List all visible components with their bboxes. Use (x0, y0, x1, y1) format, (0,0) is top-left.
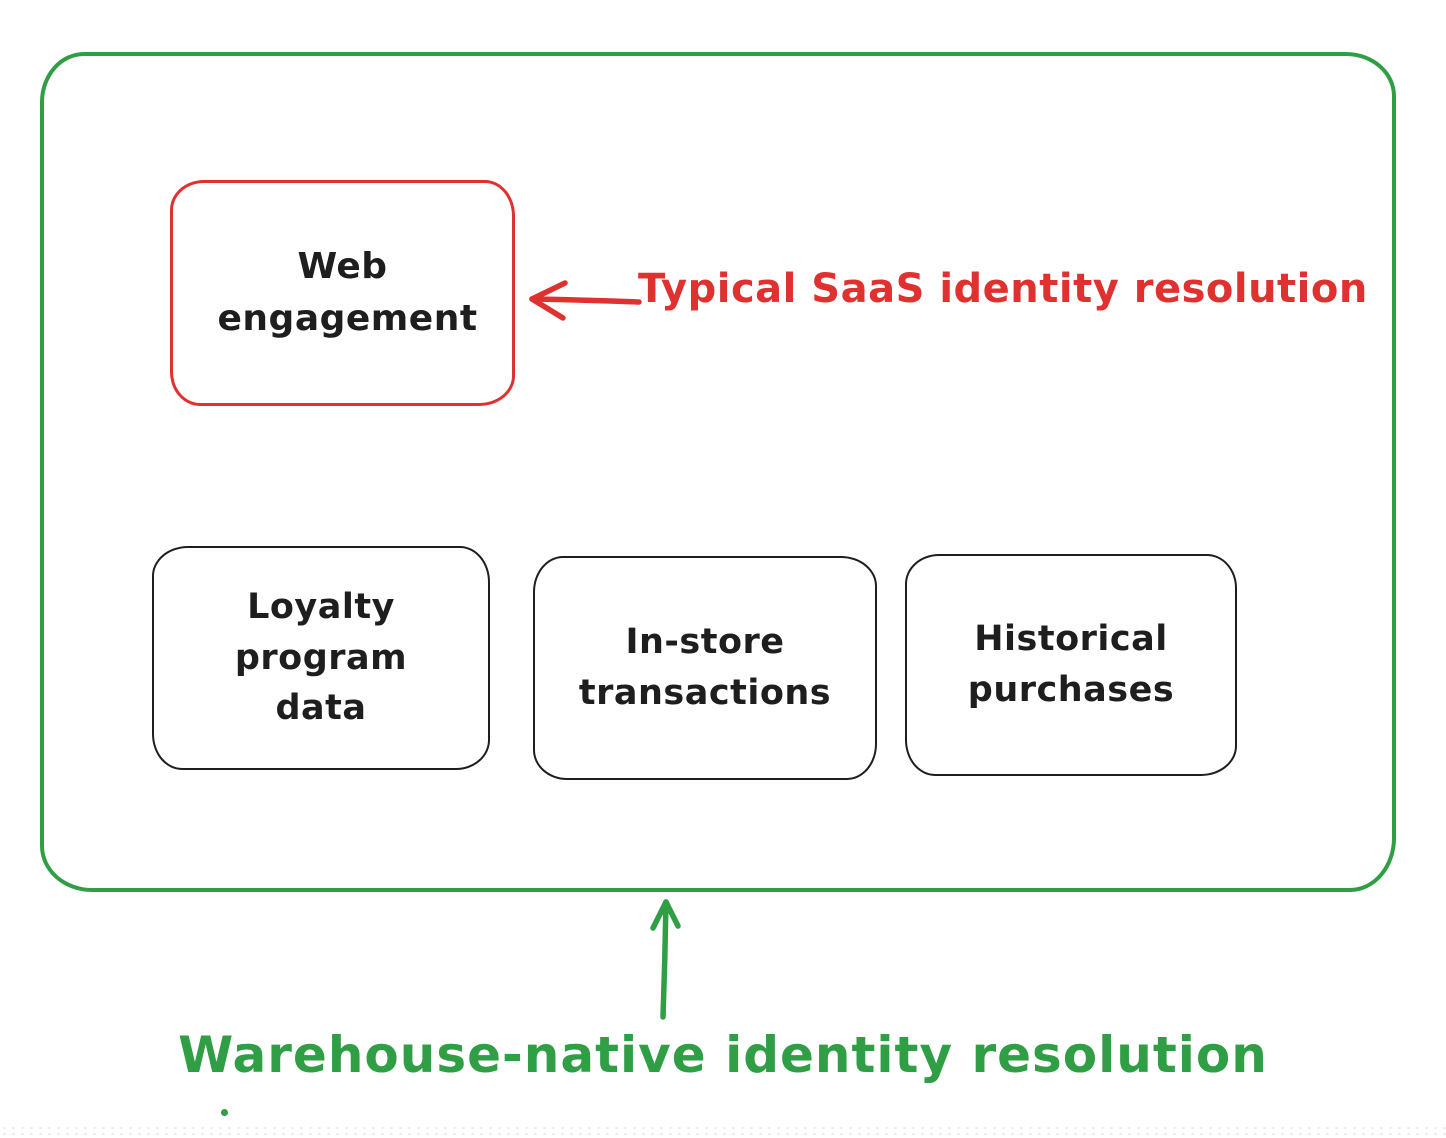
in-store-transactions-label: In-store transactions (578, 622, 832, 713)
warehouse-caption-label: Warehouse-native identity resolution (178, 1026, 1268, 1084)
in-store-transactions-box: In-store transactions (533, 556, 877, 780)
arrow-up-icon (650, 899, 681, 1020)
historical-purchases-label: Historical purchases (967, 619, 1175, 710)
web-engagement-label: Web engagement (217, 245, 478, 339)
stray-green-dot (221, 1109, 228, 1116)
arrow-left-icon (529, 280, 642, 321)
web-engagement-box: Web engagement (170, 180, 515, 406)
historical-purchases-box: Historical purchases (905, 554, 1237, 776)
saas-annotation-label: Typical SaaS identity resolution (638, 266, 1368, 312)
dotted-texture-strip (0, 1125, 1446, 1138)
loyalty-program-data-label: Loyalty program data (234, 586, 408, 729)
loyalty-program-data-box: Loyalty program data (152, 546, 490, 770)
warehouse-container-box (40, 52, 1396, 892)
